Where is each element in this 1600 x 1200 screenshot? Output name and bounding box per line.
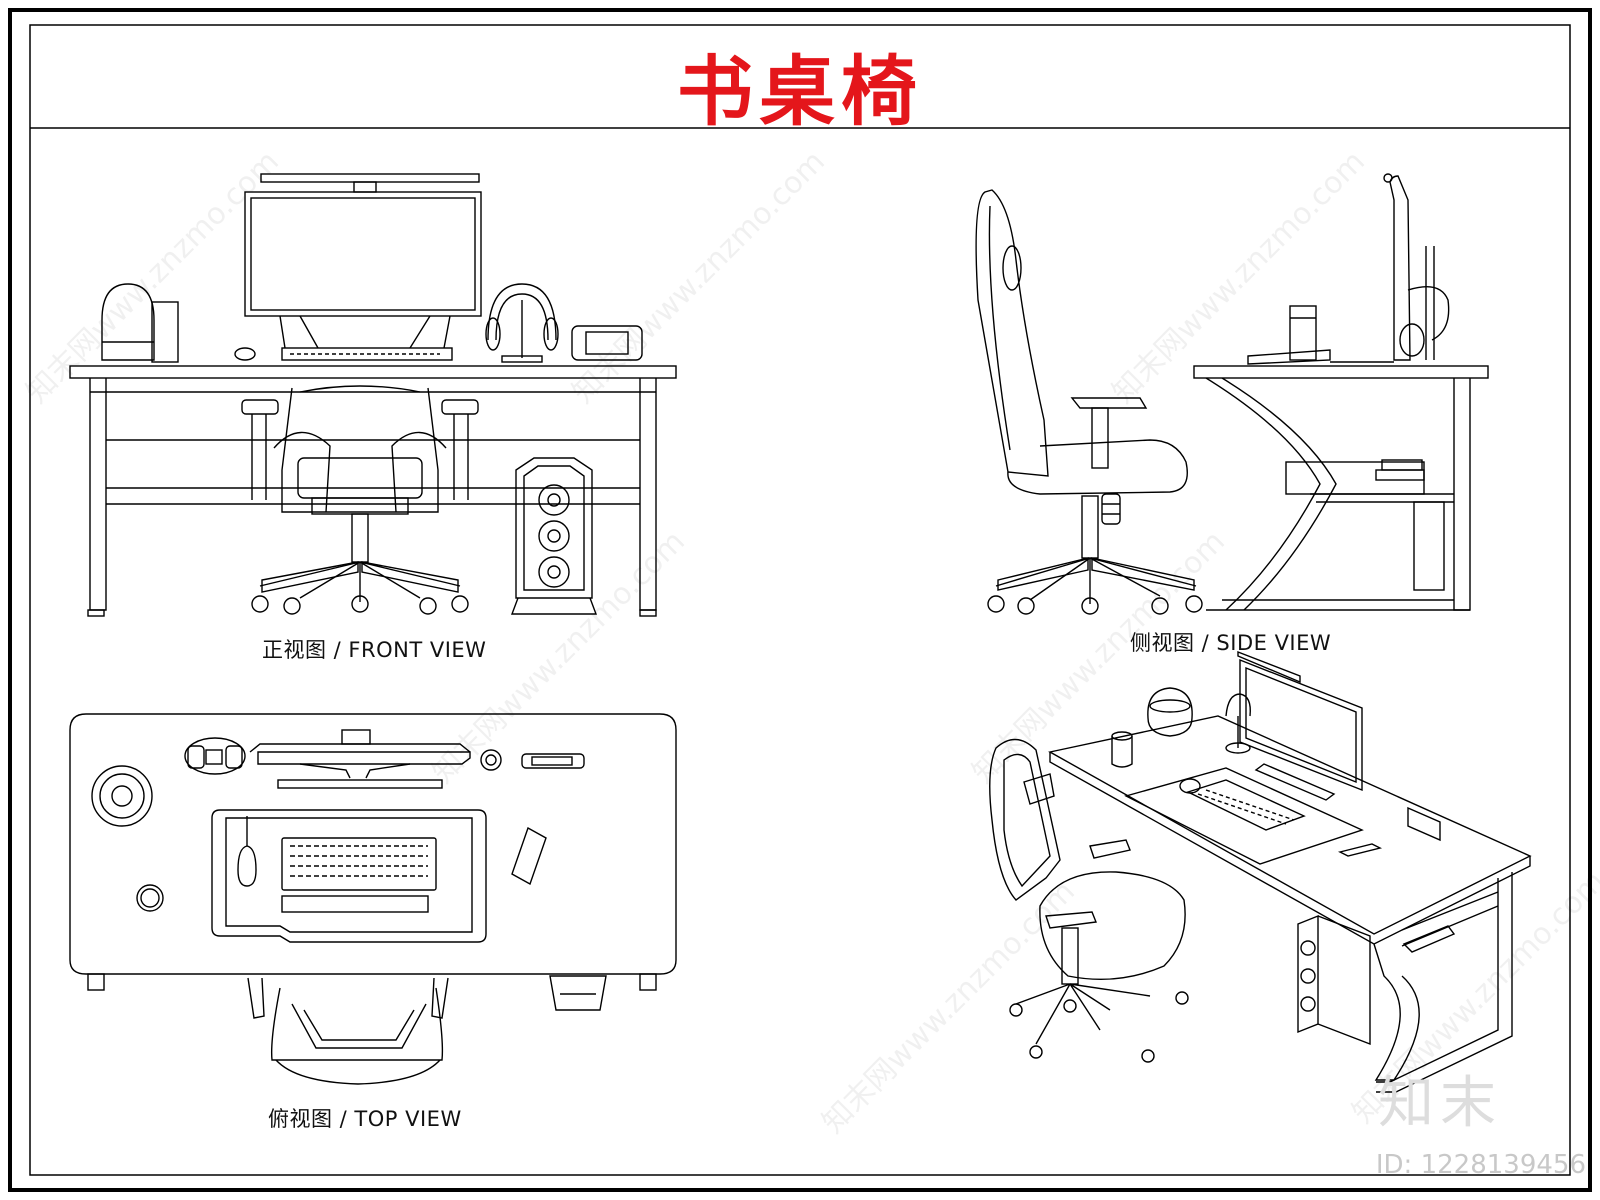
inner-frame xyxy=(29,24,1571,1176)
sheet-title: 书桌椅 xyxy=(677,47,923,136)
front-view-label: 正视图 / FRONT VIEW xyxy=(262,638,487,662)
front-view-drawing xyxy=(69,173,677,617)
side-view-label: 侧视图 / SIDE VIEW xyxy=(1130,631,1332,655)
document-id: ID: 1228139456 xyxy=(1375,1150,1586,1180)
outer-frame xyxy=(8,8,1592,1192)
brand-watermark: 知末 xyxy=(1378,1071,1502,1136)
top-view-label: 俯视图 / TOP VIEW xyxy=(268,1107,462,1131)
side-view-drawing xyxy=(975,173,1489,615)
isometric-view-drawing xyxy=(989,650,1532,1093)
top-view-drawing xyxy=(69,713,677,1085)
